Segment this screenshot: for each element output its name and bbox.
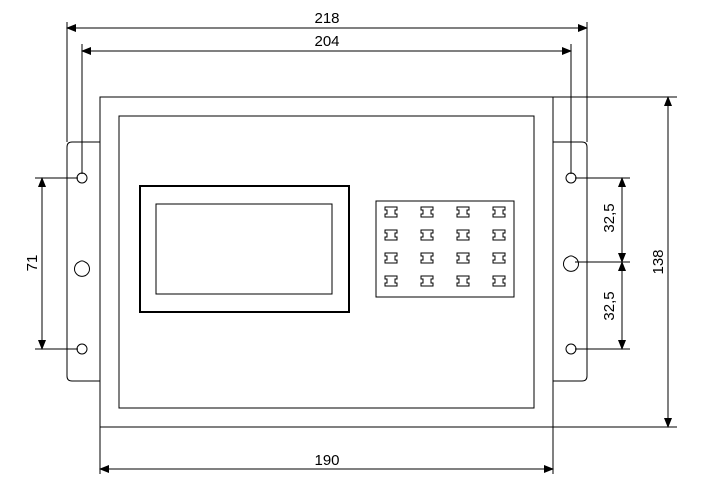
dimension-overall-width-label: 218 — [314, 10, 339, 27]
dimension-hole-spacing-width: 204 — [81, 33, 572, 174]
keypad-key — [420, 229, 434, 241]
keypad-key — [420, 252, 434, 264]
dimension-right-spacing: 32,5 32,5 — [575, 177, 630, 350]
dimension-body-height: 138 — [553, 96, 677, 428]
keypad-key — [492, 252, 506, 264]
dimension-overall-width: 218 — [66, 10, 588, 142]
left-bottom-hole — [76, 343, 88, 355]
keypad — [375, 200, 515, 298]
keypad-key — [456, 229, 470, 241]
dimension-body-height-label: 138 — [650, 249, 667, 274]
keypad-key — [456, 252, 470, 264]
enclosure-front-panel — [118, 115, 535, 409]
left-keyhole-slot — [74, 260, 90, 277]
keypad-key — [384, 275, 398, 287]
keypad-key — [456, 275, 470, 287]
dimension-hole-spacing-label: 204 — [314, 33, 339, 50]
dimension-left-hole-spacing: 71 — [24, 177, 78, 350]
dimension-body-width-label: 190 — [314, 452, 339, 469]
keypad-keys — [384, 206, 506, 287]
dimension-left-hole-spacing-label: 71 — [24, 255, 41, 272]
keypad-key — [420, 275, 434, 287]
keypad-key — [492, 275, 506, 287]
keypad-key — [492, 206, 506, 218]
keypad-key — [492, 229, 506, 241]
right-bottom-hole — [565, 343, 577, 355]
display-screen — [155, 203, 333, 295]
keypad-key — [384, 252, 398, 264]
left-mounting-bracket — [66, 141, 100, 382]
left-top-hole — [76, 172, 88, 184]
keypad-key — [420, 206, 434, 218]
dimension-body-width: 190 — [99, 427, 554, 474]
right-top-hole — [565, 172, 577, 184]
display-frame — [139, 185, 350, 313]
right-keyhole-slot — [563, 255, 579, 272]
keypad-key — [384, 229, 398, 241]
dimension-right-upper-label: 32,5 — [601, 203, 618, 232]
keypad-key — [456, 206, 470, 218]
enclosure-outer — [99, 96, 554, 428]
keypad-key — [384, 206, 398, 218]
keypad-panel — [375, 200, 515, 298]
dimension-right-lower-label: 32,5 — [601, 291, 618, 320]
